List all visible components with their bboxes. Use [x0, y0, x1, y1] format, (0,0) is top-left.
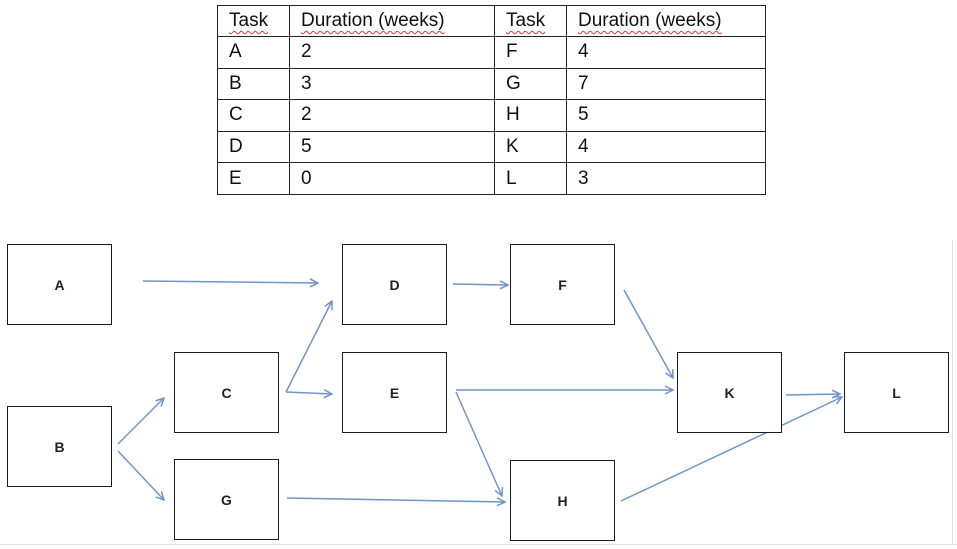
arrow-c-to-e — [285, 392, 332, 394]
arrow-k-to-l — [785, 394, 840, 395]
arrow-b-to-c — [117, 398, 164, 445]
task-node-l: L — [844, 352, 949, 433]
task-node-f: F — [510, 244, 615, 325]
arrow-b-to-g — [117, 450, 164, 500]
column-header-task: Task — [217, 5, 290, 37]
table-header-row: Task Duration (weeks) Task Duration (wee… — [217, 5, 766, 37]
task-node-g: G — [174, 459, 279, 540]
arrow-c-to-d — [285, 301, 332, 393]
task-node-d: D — [342, 244, 447, 325]
table-row: E 0 L 3 — [217, 162, 766, 195]
arrow-g-to-h — [286, 498, 505, 502]
table-row: C 2 H 5 — [217, 99, 766, 132]
table-cell: 7 — [566, 67, 766, 101]
arrow-a-to-d — [142, 281, 318, 283]
table-cell: 0 — [289, 162, 495, 195]
task-node-h: H — [510, 460, 615, 541]
column-header-duration: Duration (weeks) — [289, 5, 495, 37]
task-duration-table: Task Duration (weeks) Task Duration (wee… — [217, 5, 766, 195]
right-ruler-line — [952, 240, 953, 545]
table-row: D 5 K 4 — [217, 130, 766, 164]
arrow-h-to-l — [620, 397, 842, 502]
bottom-ruler-line — [0, 544, 957, 545]
task-node-a: A — [7, 244, 112, 325]
task-node-e: E — [342, 352, 447, 433]
table-cell: G — [494, 67, 567, 101]
arrow-d-to-f — [452, 284, 508, 285]
arrow-f-to-k — [623, 289, 673, 378]
table-cell: C — [217, 99, 290, 132]
table-cell: 3 — [566, 162, 766, 195]
arrow-e-to-h — [455, 391, 502, 496]
column-header-duration-2: Duration (weeks) — [566, 5, 766, 37]
task-node-k: K — [677, 352, 782, 433]
task-node-b: B — [7, 406, 112, 487]
table-row: A 2 F 4 — [217, 36, 766, 69]
table-row: B 3 G 7 — [217, 67, 766, 101]
table-cell: E — [217, 162, 290, 195]
task-node-c: C — [174, 352, 279, 433]
table-cell: F — [494, 36, 567, 69]
